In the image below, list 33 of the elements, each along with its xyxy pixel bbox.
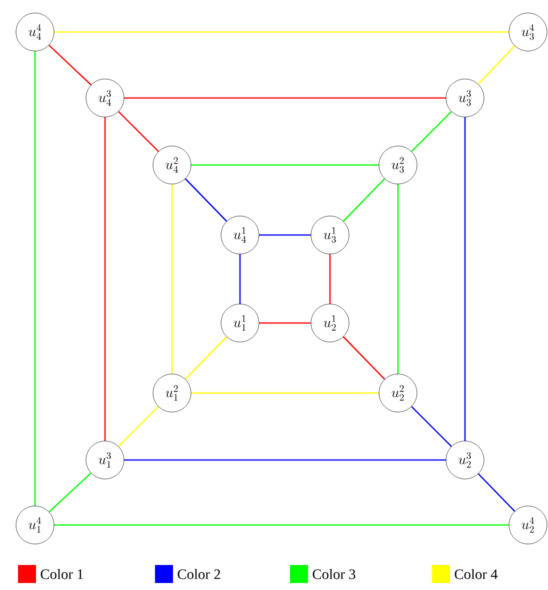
- edge-line: [184, 336, 228, 380]
- edge-line: [48, 44, 92, 86]
- edge-line: [191, 392, 379, 394]
- legend-label: Color 1: [40, 568, 83, 580]
- edge-line: [124, 459, 446, 461]
- node-label: $u_2^4$: [522, 517, 534, 533]
- edge-line: [342, 336, 386, 380]
- edge-line: [184, 178, 228, 222]
- edge-line: [34, 51, 36, 506]
- legend-label: Color 3: [312, 568, 356, 580]
- edge-line: [342, 178, 386, 222]
- node-label: $u_3^4$: [522, 24, 534, 40]
- edge-line: [478, 473, 516, 512]
- edge-line: [329, 254, 331, 304]
- edge-line: [397, 184, 399, 374]
- edge-line: [104, 117, 106, 441]
- legend-label: Color 4: [454, 568, 498, 580]
- edge-line: [48, 472, 92, 513]
- edge-line: [464, 117, 466, 441]
- edge-line: [54, 31, 509, 33]
- edge-line: [259, 234, 311, 236]
- edge-line: [118, 110, 160, 152]
- legend-label: Color 2: [178, 568, 220, 580]
- edge-line: [54, 524, 509, 526]
- edge-line: [118, 406, 160, 448]
- edge-line: [478, 45, 516, 85]
- edge-line: [171, 184, 173, 374]
- edge-line: [259, 322, 311, 324]
- edge-line: [124, 97, 446, 99]
- edge-line: [239, 254, 241, 304]
- edge-line: [410, 406, 452, 448]
- edge-line: [410, 110, 452, 152]
- edge-line: [191, 164, 379, 166]
